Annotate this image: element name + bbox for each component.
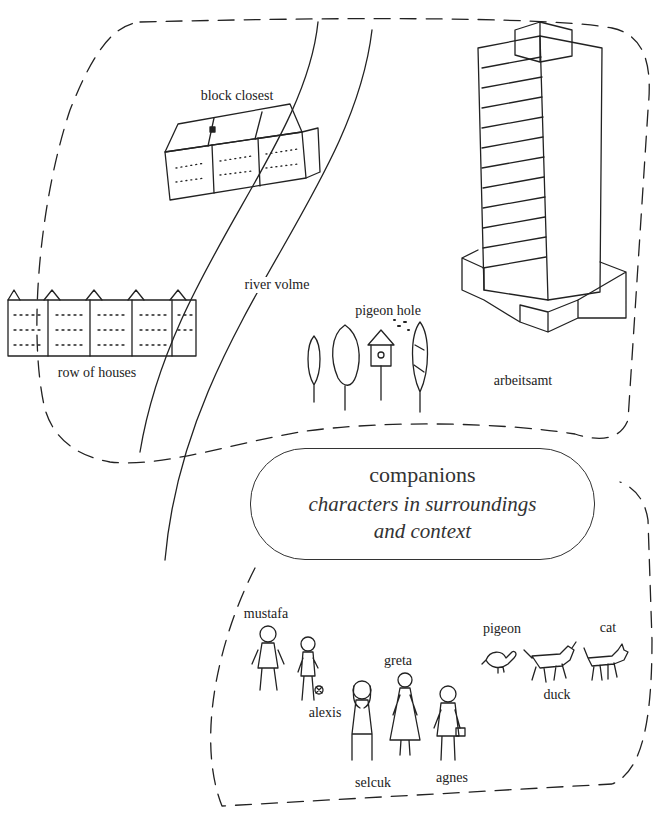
tower-building: [462, 22, 626, 332]
trees: [308, 322, 428, 412]
building-name: arbeitsamt: [492, 373, 554, 389]
box-heading: companions: [271, 461, 574, 489]
character-name: selcuk: [353, 775, 393, 791]
river-name: river volme: [243, 277, 312, 293]
place-name: pigeon hole: [353, 303, 423, 319]
character-name: agnes: [434, 770, 470, 786]
agnes-figure: [434, 686, 465, 760]
building-name: row of houses: [56, 365, 139, 381]
building-name: block closest: [199, 88, 276, 104]
pigeon-animal: [482, 651, 516, 673]
animal-name: pigeon: [481, 621, 523, 637]
context-title-box: companionscharacters in surroundings and…: [250, 448, 595, 560]
animal-name: duck: [541, 687, 572, 703]
pigeon-house: [368, 320, 409, 400]
animal-name: cat: [598, 620, 618, 636]
character-name: greta: [382, 653, 414, 669]
character-name: alexis: [307, 705, 344, 721]
greta-figure: [390, 673, 420, 755]
alexis-figure: [298, 637, 323, 700]
selcuk-figure: [352, 681, 372, 760]
surroundings-region: [37, 19, 649, 463]
duck-animal: [524, 642, 576, 682]
character-name: mustafa: [242, 606, 290, 622]
mustafa-figure: [252, 626, 284, 690]
block-building: [165, 104, 320, 200]
box-subheading: characters in surroundings and context: [292, 491, 554, 545]
cat-animal: [584, 644, 628, 680]
river-bank: [140, 22, 318, 452]
row-houses: [8, 290, 196, 356]
